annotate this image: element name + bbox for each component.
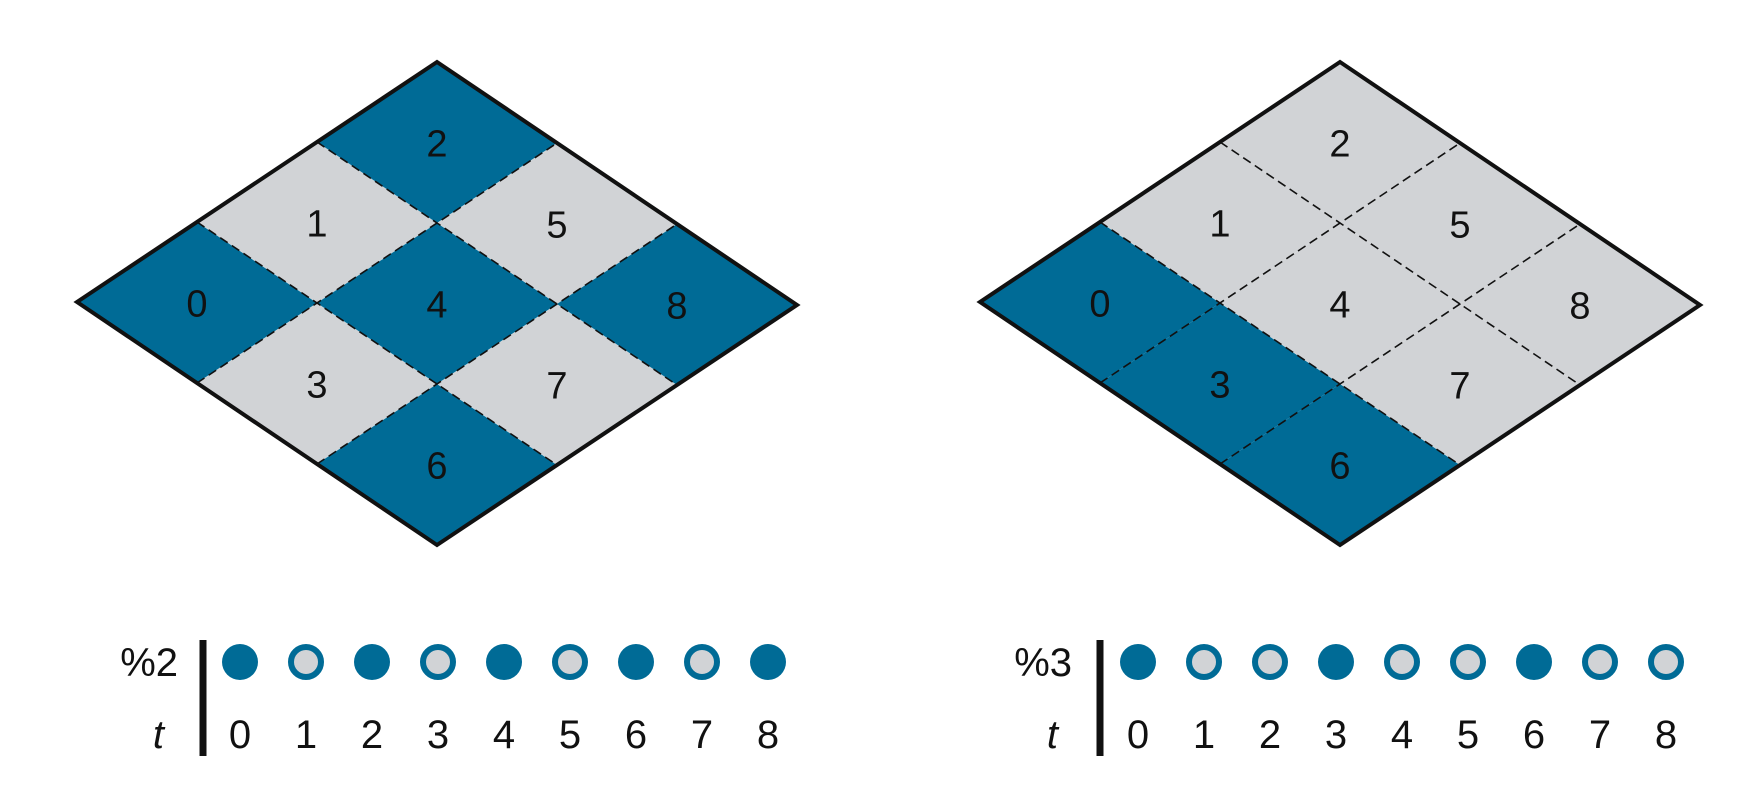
timeline-step-label: 3: [427, 713, 449, 757]
timeline-step-label: 6: [1523, 713, 1545, 757]
timeline-step-label: 4: [1391, 713, 1413, 757]
modulo-row-label: %2: [120, 641, 178, 685]
timeline-step-label: 0: [229, 713, 251, 757]
grid-divider: [1219, 223, 1581, 465]
cell-label: 0: [186, 284, 207, 326]
grid-divider: [316, 223, 678, 465]
cell-label: 1: [1209, 204, 1230, 246]
cell-label: 3: [306, 365, 327, 407]
time-axis-label: t: [1047, 713, 1060, 757]
grid-outline: [73, 59, 801, 548]
timeline-step-label: 4: [493, 713, 515, 757]
grid-divider: [196, 142, 558, 384]
cell-label: 4: [1329, 285, 1350, 327]
grid-divider: [316, 141, 678, 386]
timeline-dot-filled: [1120, 644, 1156, 680]
timeline-step-label: 1: [295, 713, 317, 757]
cell-label: 2: [426, 124, 447, 166]
timeline-dot-empty: [1450, 644, 1486, 680]
timeline-step-label: 8: [757, 713, 779, 757]
timeline-dot-filled: [1516, 644, 1552, 680]
timeline-step-label: 5: [559, 713, 581, 757]
timeline-dot-empty: [1582, 644, 1618, 680]
timeline-dot-empty: [684, 644, 720, 680]
cell-label: 4: [426, 285, 447, 327]
timeline-dot-empty: [1648, 644, 1684, 680]
timeline-dot-empty: [288, 644, 324, 680]
timeline-step-label: 8: [1655, 713, 1677, 757]
timeline-dot-filled: [750, 644, 786, 680]
timeline-dot-filled: [222, 644, 258, 680]
grid-divider: [196, 221, 558, 466]
cell-label: 6: [426, 446, 447, 488]
cell-label: 5: [546, 205, 567, 247]
timeline-dot-empty: [420, 644, 456, 680]
timeline-step-label: 0: [1127, 713, 1149, 757]
timeline-dot-filled: [1318, 644, 1354, 680]
timeline-dot-filled: [486, 644, 522, 680]
timeline-step-label: 2: [361, 713, 383, 757]
cell-label: 8: [1569, 286, 1590, 328]
cell-label: 7: [546, 366, 567, 408]
cell-label: 5: [1449, 205, 1470, 247]
modulo-row-label: %3: [1014, 641, 1072, 685]
timeline-step-label: 5: [1457, 713, 1479, 757]
timeline-step-label: 2: [1259, 713, 1281, 757]
grid-divider: [1099, 221, 1461, 466]
timeline-dot-empty: [1252, 644, 1288, 680]
cell-label: 0: [1089, 284, 1110, 326]
cell-label: 3: [1209, 365, 1230, 407]
timeline-step-label: 1: [1193, 713, 1215, 757]
time-axis-label: t: [153, 713, 166, 757]
grid-outline: [976, 59, 1704, 548]
timeline-step-label: 7: [691, 713, 713, 757]
timeline-dot-empty: [1384, 644, 1420, 680]
cell-label: 6: [1329, 446, 1350, 488]
grid-divider: [1219, 141, 1581, 386]
timeline-dot-empty: [1186, 644, 1222, 680]
grid-cell-5: [437, 143, 677, 304]
timeline-step-label: 7: [1589, 713, 1611, 757]
grid-cell-5: [1340, 143, 1580, 304]
timeline-step-label: 3: [1325, 713, 1347, 757]
timeline-dot-filled: [618, 644, 654, 680]
grid-divider: [1099, 142, 1461, 384]
cell-label: 7: [1449, 366, 1470, 408]
timeline-dot-filled: [354, 644, 390, 680]
cell-label: 8: [666, 286, 687, 328]
cell-label: 2: [1329, 124, 1350, 166]
cell-label: 1: [306, 204, 327, 246]
timeline-dot-empty: [552, 644, 588, 680]
timeline-step-label: 6: [625, 713, 647, 757]
